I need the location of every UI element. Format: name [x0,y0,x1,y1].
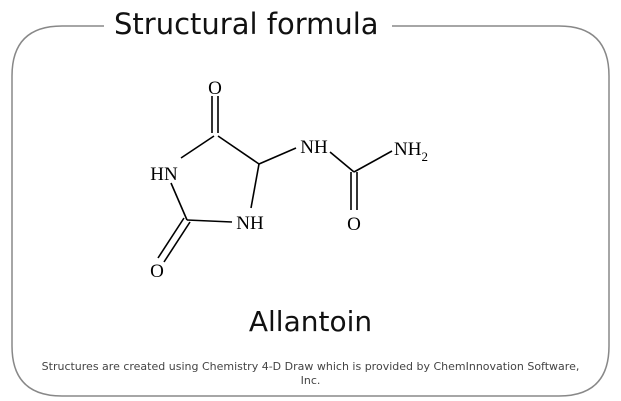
bond-c2-o-a [157,217,185,259]
bond-c-nh2 [353,150,393,173]
atom-nh2: NH2 [394,139,428,164]
atom-nh2-main: NH [394,139,422,160]
bond-c5-nh [258,147,297,165]
compound-name: Allantoin [248,305,373,338]
bonds [157,96,393,263]
bond-c5-n1 [250,163,260,209]
credit-note: Structures are created using Chemistry 4… [41,360,580,387]
bond-c2-o-b [163,221,191,263]
atom-o-urea: O [347,214,361,235]
bond-c2-n1 [186,219,233,223]
panel-heading: Structural formula [104,4,389,44]
atom-o-bottom: O [150,261,164,282]
atom-nh2-subscript: 2 [421,149,428,164]
bond-c4-n3 [180,135,215,159]
atom-o-top: O [208,78,222,99]
atom-nh-ring: NH [236,213,264,234]
bond-n3-c2 [170,182,188,221]
bond-nh-c [329,151,355,173]
atom-hn-ring: HN [150,164,178,185]
bond-c4-c5 [217,135,260,165]
atom-nh-chain: NH [300,137,328,158]
atom-labels: O HN NH O NH O NH2 [150,78,428,282]
